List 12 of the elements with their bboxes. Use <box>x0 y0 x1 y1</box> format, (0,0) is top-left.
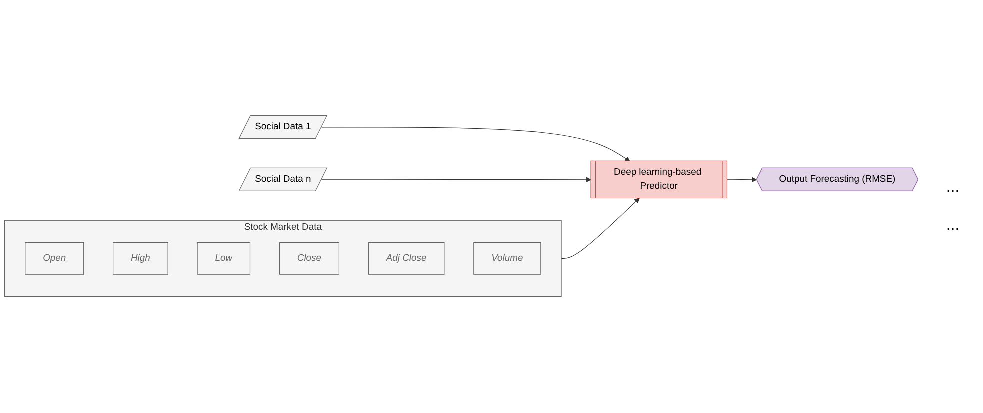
node-box: High <box>113 242 168 276</box>
node-box: Volume <box>474 242 542 276</box>
node-box: Close <box>279 242 340 276</box>
node-box: Low <box>197 242 251 276</box>
node-box: Open <box>25 242 84 276</box>
arrow <box>561 198 640 260</box>
node-box: Adj Close <box>368 242 445 276</box>
ellipsis-label: ... <box>946 178 960 196</box>
arrow <box>727 178 758 183</box>
arrow <box>321 127 630 162</box>
arrow <box>321 178 592 183</box>
ellipsis-label: ... <box>946 216 960 234</box>
